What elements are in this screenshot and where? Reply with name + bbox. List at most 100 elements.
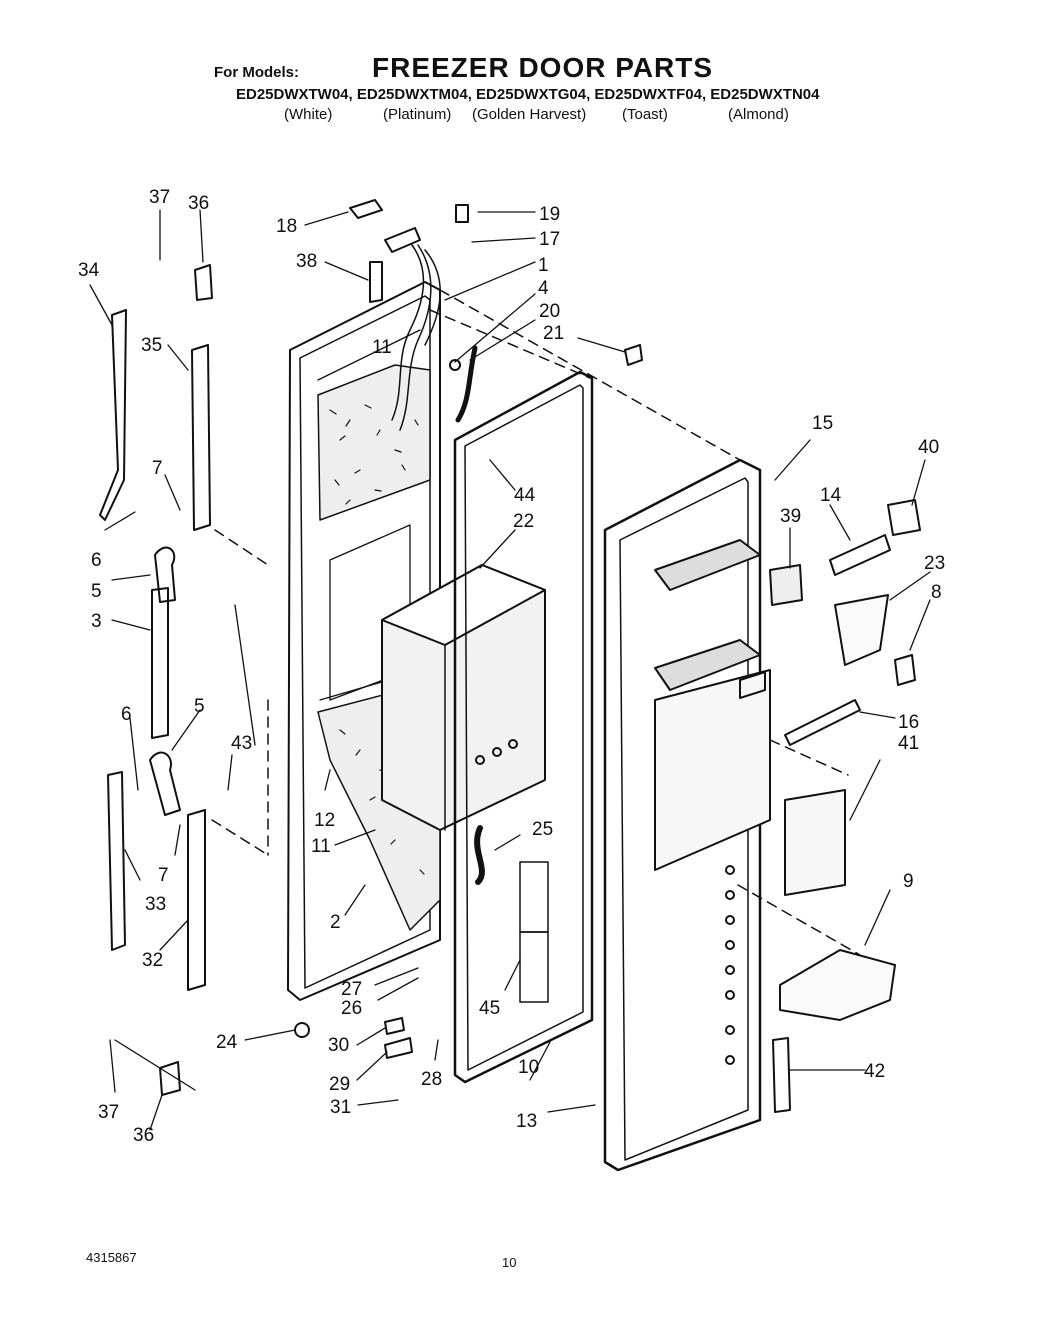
- screw-19: [455, 204, 469, 223]
- connector-21: [624, 344, 643, 366]
- callout-numbers: 1 2 3 4 5 5 6 6 7 7 8 9 10 11 11 12 13 1…: [78, 187, 945, 1146]
- callout-22: 22: [513, 511, 534, 532]
- callout-27: 27: [341, 979, 362, 1000]
- part-8: [894, 654, 916, 686]
- screw-hole-column: [725, 865, 735, 1065]
- rail-35: [191, 344, 211, 531]
- callout-36-lower: 36: [133, 1125, 154, 1146]
- wire-connector: [384, 227, 421, 253]
- callout-31: 31: [330, 1097, 351, 1118]
- callout-33: 33: [145, 894, 166, 915]
- leader-lines: [89, 209, 931, 1131]
- callout-37-upper: 37: [149, 187, 170, 208]
- callout-7-lower: 7: [158, 865, 169, 886]
- callout-1: 1: [538, 255, 549, 276]
- callout-16: 16: [898, 712, 919, 733]
- hinge-36-upper: [194, 264, 213, 301]
- callout-28: 28: [421, 1069, 442, 1090]
- callout-9: 9: [903, 871, 914, 892]
- callout-34: 34: [78, 260, 100, 281]
- callout-30: 30: [328, 1035, 349, 1056]
- callout-20: 20: [539, 301, 560, 322]
- color-label-golden-harvest: (Golden Harvest): [472, 106, 587, 123]
- page-number: 10: [502, 1255, 517, 1270]
- hinge-36-lower: [159, 1061, 181, 1096]
- part-29: [384, 1037, 413, 1059]
- drip-tray: [779, 949, 896, 1021]
- callout-35: 35: [141, 335, 162, 356]
- callout-37-lower: 37: [98, 1102, 119, 1123]
- assembly-guides: [211, 289, 861, 956]
- color-label-white: (White): [284, 106, 333, 123]
- color-label-almond: (Almond): [728, 106, 789, 123]
- callout-4: 4: [538, 278, 549, 299]
- callout-45: 45: [479, 998, 500, 1019]
- clip-18: [349, 199, 383, 219]
- callout-3: 3: [91, 611, 102, 632]
- foot-24: [294, 1022, 310, 1038]
- callout-23: 23: [924, 553, 945, 574]
- part-42: [772, 1037, 791, 1113]
- callout-21: 21: [543, 323, 564, 344]
- callout-39: 39: [780, 506, 801, 527]
- tube: [369, 261, 383, 303]
- ice-chute-housing: [381, 564, 546, 831]
- rail-32: [187, 809, 206, 991]
- trim-34: [99, 309, 127, 521]
- foam-block-upper: [519, 861, 549, 933]
- callout-15: 15: [812, 413, 833, 434]
- callout-18: 18: [276, 216, 297, 237]
- callout-24: 24: [216, 1032, 238, 1053]
- callout-19: 19: [539, 204, 560, 225]
- callout-5-lower: 5: [194, 696, 205, 717]
- color-label-platinum: (Platinum): [383, 106, 452, 123]
- dispenser-pad: [769, 564, 803, 606]
- callout-40: 40: [918, 437, 939, 458]
- panel-41: [784, 789, 846, 896]
- callout-38: 38: [296, 251, 317, 272]
- callout-10: 10: [518, 1057, 539, 1078]
- callout-8: 8: [931, 582, 942, 603]
- bracket-16: [784, 699, 861, 746]
- ice-funnel: [834, 594, 889, 666]
- part-40: [887, 499, 921, 536]
- trim-33: [107, 771, 126, 951]
- callout-25: 25: [532, 819, 553, 840]
- bracket-14: [829, 534, 891, 576]
- callout-44: 44: [514, 485, 536, 506]
- model-numbers: ED25DWXTW04, ED25DWXTM04, ED25DWXTG04, E…: [236, 86, 820, 103]
- callout-29: 29: [329, 1074, 350, 1095]
- callout-41: 41: [898, 733, 919, 754]
- color-label-toast: (Toast): [622, 106, 668, 123]
- callout-14: 14: [820, 485, 842, 506]
- hose-20: [455, 345, 478, 423]
- callout-32: 32: [142, 950, 163, 971]
- callout-11-upper: 11: [372, 337, 392, 358]
- callout-2: 2: [330, 912, 341, 933]
- callout-43: 43: [231, 733, 252, 754]
- page-title: FREEZER DOOR PARTS: [372, 52, 714, 83]
- tube-3: [151, 587, 169, 739]
- callout-13: 13: [516, 1111, 537, 1132]
- hose: [474, 825, 485, 885]
- insulation-upper: [317, 364, 431, 521]
- callout-42: 42: [864, 1061, 885, 1082]
- callout-7-upper: 7: [152, 458, 163, 479]
- callout-6-upper: 6: [91, 550, 102, 571]
- callout-6-lower: 6: [121, 704, 132, 725]
- outer-door: [603, 458, 771, 1172]
- callout-5-upper: 5: [91, 581, 102, 602]
- hinge-5-lower: [149, 751, 181, 816]
- foam-block-lower: [519, 931, 549, 1003]
- hinge-5-upper: [154, 546, 176, 603]
- door-gasket: [453, 370, 594, 1084]
- callout-26: 26: [341, 998, 362, 1019]
- callout-12: 12: [314, 810, 335, 831]
- callout-11-lower: 11: [311, 836, 331, 857]
- callout-36-upper: 36: [188, 193, 209, 214]
- callout-17: 17: [539, 229, 560, 250]
- part-30: [384, 1017, 405, 1035]
- grommet-4: [449, 359, 461, 371]
- document-number: 4315867: [86, 1250, 137, 1265]
